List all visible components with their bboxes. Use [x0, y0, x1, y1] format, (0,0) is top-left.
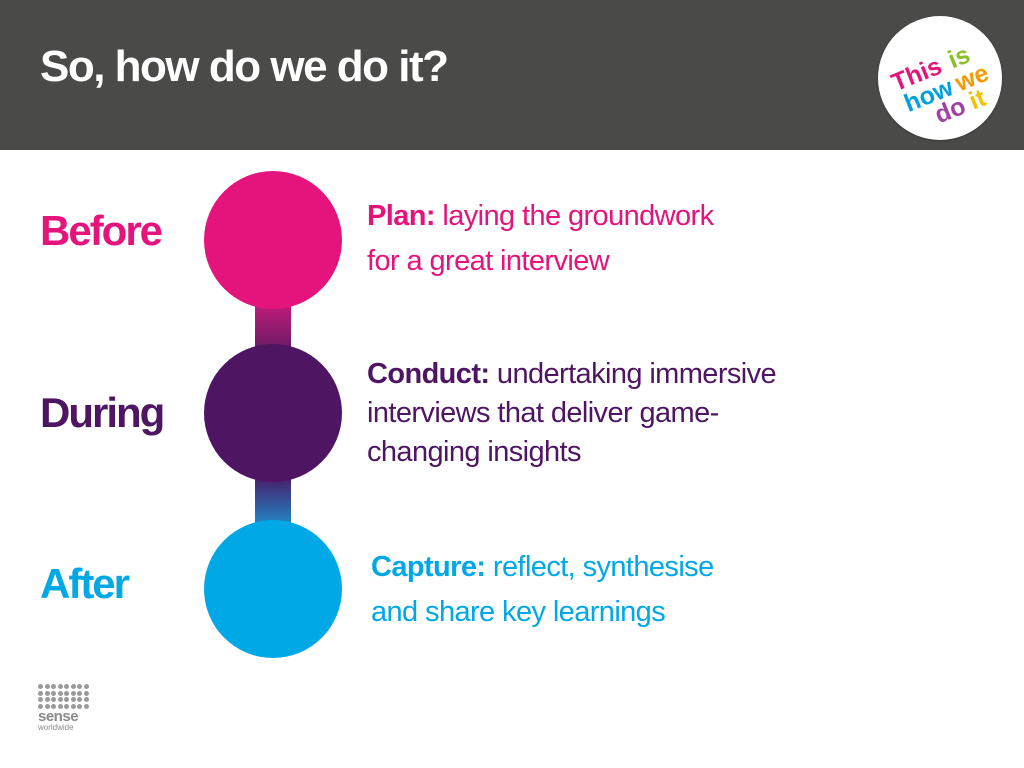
logo-dot [51, 697, 56, 702]
this-is-how-we-do-it-badge: This is how we do it [878, 16, 1002, 140]
logo-dot [51, 690, 56, 696]
logo-dot [77, 684, 82, 689]
connector-during-after [255, 476, 291, 528]
logo-dot [38, 697, 43, 702]
logo-dot [38, 690, 43, 696]
logo-dot [44, 690, 50, 696]
logo-dot [77, 697, 82, 702]
logo-dot [57, 697, 63, 702]
logo-dot [38, 703, 43, 709]
phase-text-line: interviews that deliver game- [367, 397, 719, 429]
phase-description-plan: Plan: laying the groundwork for a great … [367, 194, 714, 284]
logo-word-sense: sense [38, 707, 79, 725]
phase-text-line: reflect, synthesise [492, 551, 714, 583]
phase-text-line: undertaking immersive [496, 358, 777, 390]
phase-description-capture: Capture: reflect, synthesise and share k… [371, 545, 714, 635]
logo-dot [51, 703, 56, 709]
logo-dot [70, 697, 76, 702]
phase-lead-capture: Capture: [371, 551, 486, 583]
logo-dot [38, 684, 43, 689]
phase-label-after: After [40, 560, 130, 607]
logo-dot [83, 690, 89, 696]
logo-dot [77, 690, 82, 696]
logo-dot [44, 697, 50, 702]
phase-label-before: Before [40, 207, 163, 254]
phase-text-line: laying the groundwork [442, 200, 714, 232]
phase-lead-conduct: Conduct: [367, 358, 490, 390]
phase-circle-after [204, 520, 342, 658]
header-bar: So, how do we do it? This is how we do i… [0, 0, 1024, 150]
phase-text-line: for a great interview [367, 245, 610, 277]
badge-graphic: This is how we do it [888, 40, 993, 129]
phase-label-during: During [40, 389, 165, 436]
logo-word-worldwide: worldwide [38, 722, 74, 732]
logo-dots-icon [38, 684, 90, 709]
logo-dot [70, 690, 76, 696]
logo-dot [64, 690, 69, 696]
phase-description-conduct: Conduct: undertaking immersive interview… [367, 355, 777, 472]
logo-dot [70, 684, 76, 689]
logo-dot [70, 703, 76, 709]
page-title: So, how do we do it? [40, 42, 449, 91]
phase-lead-plan: Plan: [367, 200, 436, 232]
logo-dot [57, 684, 63, 689]
logo-dot [83, 697, 89, 702]
phase-circle-before [204, 171, 342, 309]
sense-worldwide-logo: sense worldwide [38, 684, 90, 732]
logo-dot [64, 697, 69, 702]
phase-text-line: and share key learnings [371, 596, 666, 628]
logo-dot [83, 684, 89, 689]
logo-dot [77, 703, 82, 709]
logo-dot [57, 690, 63, 696]
logo-dot [44, 684, 50, 689]
phase-circle-during [204, 344, 342, 482]
logo-dot [83, 703, 89, 709]
logo-dot [57, 703, 63, 709]
logo-dot [44, 703, 50, 709]
phase-text-line: changing insights [367, 436, 582, 468]
logo-dot [51, 684, 56, 689]
logo-dot [64, 703, 69, 709]
logo-dot [64, 684, 69, 689]
badge-word-6: it [965, 83, 990, 115]
